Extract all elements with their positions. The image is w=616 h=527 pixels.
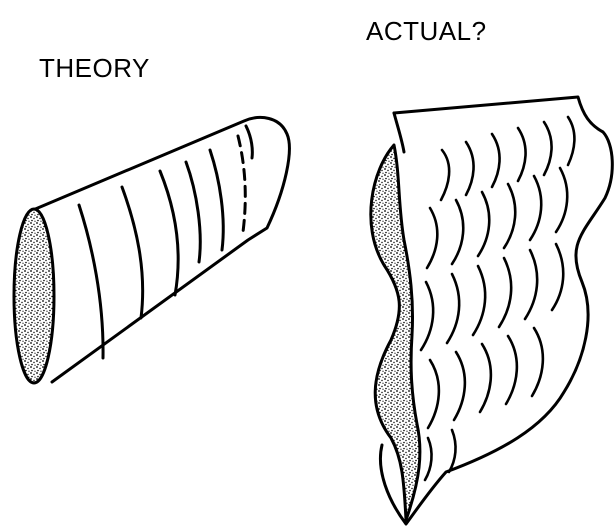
cylinder-ring-5: [210, 150, 223, 250]
cylinder-ring-2: [122, 187, 143, 318]
cylinder-hidden-ring: [238, 136, 245, 232]
cylinder-ring-3: [160, 171, 178, 295]
cylinder-ring-1: [79, 205, 103, 358]
theory-cylinder: [14, 117, 289, 383]
cylinder-ring-6: [246, 126, 252, 158]
actual-wave-lines: [421, 117, 574, 480]
cylinder-ring-4: [186, 162, 200, 262]
actual-core: [371, 97, 613, 524]
actual-stippled-face: [371, 145, 420, 520]
cylinder-end-face: [14, 209, 54, 383]
